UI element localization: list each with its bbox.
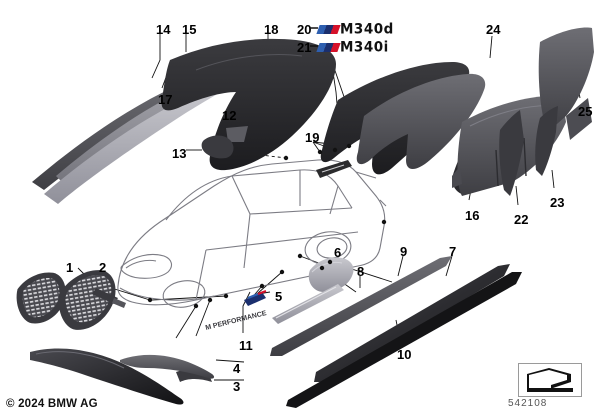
part-4-front-lip [120,354,215,379]
part-12-wedge [226,126,248,142]
m-stripe-icon [316,42,341,52]
callout-10: 10 [397,347,412,362]
part-13-cap [201,135,234,159]
part-6-mirror-cap [308,257,354,292]
callout-11: 11 [239,338,253,353]
part-3-front-splitter [30,348,212,405]
callout-13: 13 [172,146,187,161]
car-outline [117,159,387,308]
callout-12: 12 [222,108,237,123]
badge-m340d: M340d [316,20,394,38]
copyright-notice: © 2024 BMW AG [6,398,98,410]
part-18-spoiler-wing [161,38,336,171]
part-25-diffuser-fin [538,27,594,140]
part-9-side-skirt [270,256,452,356]
callout-20: 20 [297,22,312,37]
part-22-bracket [499,110,524,196]
part-1-kidney-grille [16,270,116,330]
svg-text:M PERFORMANCE: M PERFORMANCE [205,310,268,332]
callout-6: 6 [334,245,342,260]
callout-8: 8 [357,264,365,279]
callout-5: 5 [275,289,283,304]
callout-3: 3 [233,379,241,394]
part-5-m-badge-on-car [244,289,267,306]
part-8-trim-strip [272,284,344,324]
part-23-bracket [535,106,558,176]
parts-illustrations: M PERFORMANCE [16,27,594,408]
leader-dots [147,143,387,309]
part-11-m-performance-decal: M PERFORMANCE [205,310,268,332]
callout-17: 17 [158,92,173,107]
callout-2: 2 [99,260,107,275]
callout-25: 25 [578,104,593,119]
badge-m340i: M340i [316,38,389,56]
callout-22: 22 [514,212,529,227]
callout-24: 24 [486,22,501,37]
part-7-side-skirt [314,264,510,382]
part-19-rear-diffuser-set [356,73,486,169]
callout-18: 18 [264,22,279,37]
badge-m340i-text: M340i [340,38,389,56]
direction-arrow-box [518,363,582,397]
callout-14: 14 [156,22,171,37]
callout-19: 19 [305,130,320,145]
direction-arrow-icon [527,368,573,392]
part-number: 542108 [508,398,548,409]
m-stripe-icon [316,24,341,34]
badge-m340d-text: M340d [340,20,394,38]
callout-1: 1 [66,260,74,275]
part-2-clip [92,288,126,308]
part-17-spoiler-lip [44,87,226,204]
part-10-side-skirt [286,272,522,408]
callout-4: 4 [233,361,241,376]
callout-16: 16 [465,208,480,223]
callout-15: 15 [182,22,197,37]
callout-21: 21 [297,40,312,55]
callout-9: 9 [400,244,408,259]
roof-antenna-part [316,160,352,178]
callout-23: 23 [550,195,565,210]
callout-7: 7 [449,244,457,259]
